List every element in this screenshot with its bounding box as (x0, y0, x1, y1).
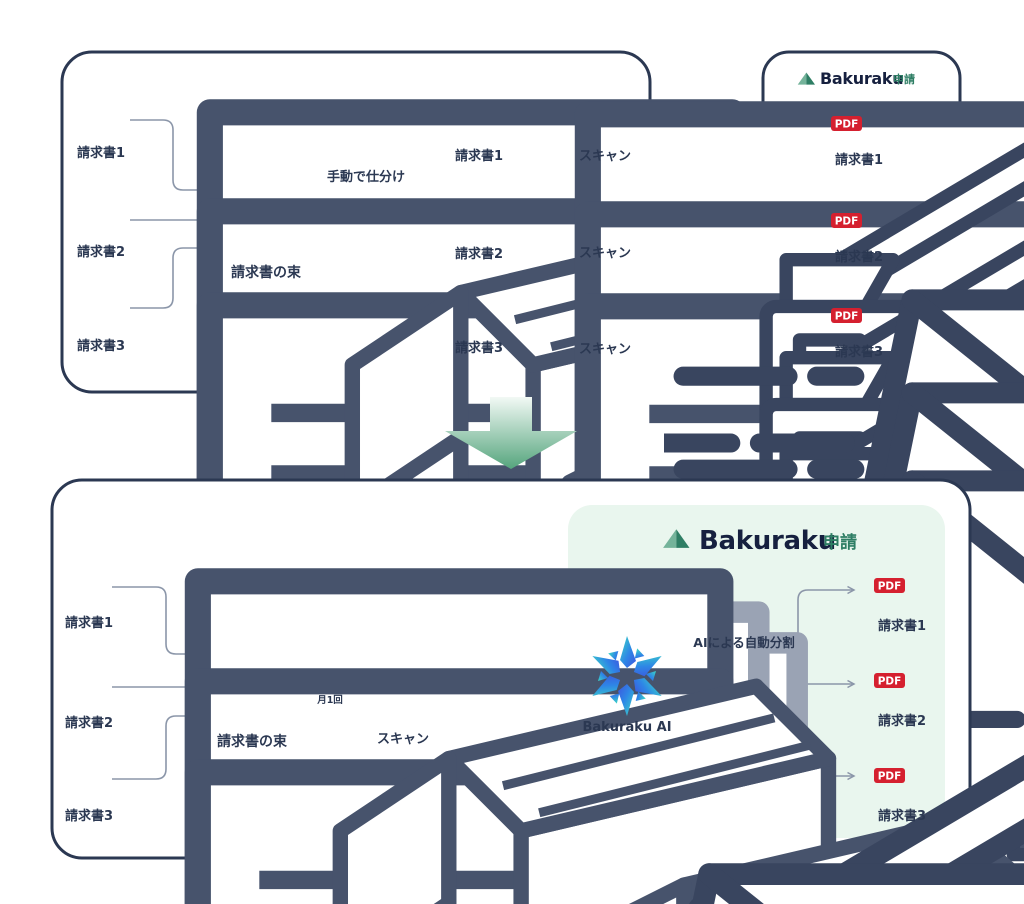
pdf-badge (831, 116, 862, 131)
connector-arrow (112, 586, 204, 659)
bundle-label: 請求書の束 (217, 733, 288, 750)
bakuraku-ai-icon (592, 636, 662, 716)
pdf-badge-text: PDF (835, 311, 859, 323)
manual-sort-label: 手動で仕分け (327, 169, 405, 185)
pdf-badge-text: PDF (835, 119, 859, 131)
scan-label: スキャン (579, 342, 631, 357)
connector-arrow (112, 711, 204, 780)
pdf-file-label: 請求書2 (878, 713, 926, 729)
pdf-badge-text: PDF (835, 216, 859, 228)
pdf-file-label: 請求書2 (835, 249, 883, 265)
invoice-label: 請求書2 (77, 244, 125, 260)
invoice-label: 請求書1 (77, 145, 125, 161)
pdf-file-label: 請求書3 (878, 808, 926, 824)
invoice-label: 請求書3 (77, 338, 125, 354)
brand-name: Bakuraku (699, 526, 836, 556)
after-pdf-files: PDF 請求書1 PDF 請求書2 PDF 請求書3 (874, 578, 926, 824)
connector-arrow (130, 119, 216, 195)
pdf-badge (874, 673, 905, 688)
pdf-badge-text: PDF (878, 771, 902, 783)
scan-label: スキャン (377, 732, 429, 747)
pdf-file-label: 請求書1 (878, 618, 926, 634)
pdf-badge-text: PDF (878, 581, 902, 593)
sorted-invoice-label: 請求書3 (455, 340, 503, 356)
brand-name: Bakuraku (820, 69, 903, 88)
pdf-badge (874, 578, 905, 593)
invoice-label: 請求書3 (65, 808, 113, 824)
connector-arrow (130, 243, 216, 309)
pdf-badge-text: PDF (878, 676, 902, 688)
bakuraku-triangle-icon (663, 529, 690, 548)
before-pdf-files: PDF 請求書1 PDF 請求書2 PDF 請求書3 (831, 116, 883, 360)
scan-label: スキャン (579, 149, 631, 164)
ai-split-label: AIによる自動分割 (693, 635, 794, 650)
pdf-badge (831, 308, 862, 323)
sorted-invoice-label: 請求書1 (455, 148, 503, 164)
pdf-badge (874, 768, 905, 783)
pdf-badge (831, 213, 862, 228)
brand-suffix: 申請 (823, 532, 857, 553)
brand-suffix: 申請 (893, 72, 915, 86)
down-arrow-icon (445, 397, 577, 469)
sorted-invoice-label: 請求書2 (455, 246, 503, 262)
bakuraku-logo: Bakuraku 申請 (797, 69, 915, 88)
pdf-file-label: 請求書3 (835, 344, 883, 360)
bakuraku-ai-label: Bakuraku AI (582, 720, 671, 735)
invoice-label: 請求書2 (65, 715, 113, 731)
bakuraku-logo: Bakuraku 申請 (663, 526, 857, 556)
pdf-file-label: 請求書1 (835, 152, 883, 168)
frequency-label: 月1回 (316, 695, 343, 706)
bundle-label: 請求書の束 (231, 264, 302, 281)
invoice-label: 請求書1 (65, 615, 113, 631)
scan-label: スキャン (579, 246, 631, 261)
